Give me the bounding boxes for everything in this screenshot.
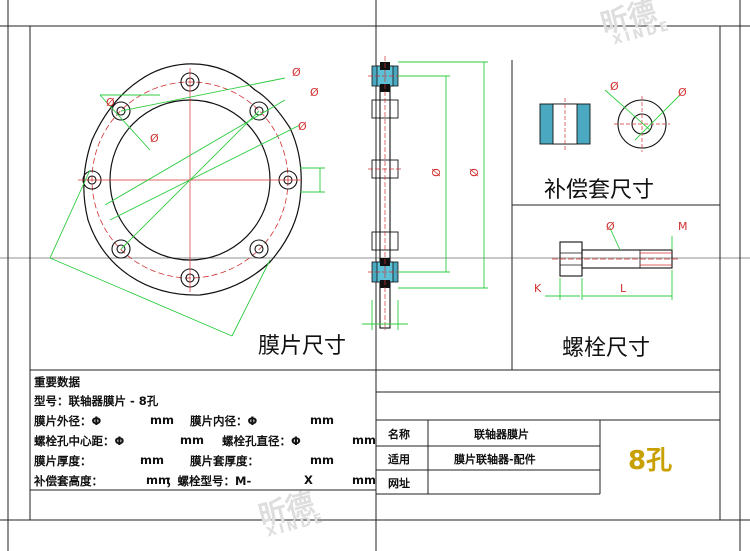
bolt-view bbox=[545, 227, 680, 300]
spec-pitch: 螺栓孔中心距：Φ bbox=[34, 434, 125, 448]
dim-phi-2: Ø bbox=[310, 86, 319, 99]
table-use-value: 膜片联轴器-配件 bbox=[454, 453, 536, 466]
dim-phi-side-2: Ø bbox=[467, 168, 481, 177]
spec-mm-1: mm bbox=[150, 413, 174, 427]
dim-phi-4: Ø bbox=[106, 96, 115, 109]
spec-heading: 重要数据 bbox=[34, 375, 80, 389]
dim-phi-3: Ø bbox=[298, 120, 307, 133]
table-site-label: 网址 bbox=[388, 477, 410, 490]
spec-bolt-model: ；螺栓型号：M- bbox=[166, 474, 252, 488]
holes-count-label: 8孔 bbox=[628, 446, 673, 476]
spec-hole-diameter: 螺栓孔直径：Φ bbox=[222, 434, 301, 448]
bolt-size-label: 螺栓尺寸 bbox=[562, 336, 651, 361]
dim-phi-bolt: Ø bbox=[606, 220, 615, 233]
dim-phi-sleeve-2: Ø bbox=[678, 86, 687, 99]
spec-mm-6: mm bbox=[310, 453, 334, 467]
spec-x: X bbox=[304, 473, 313, 487]
spec-outer-diameter: 膜片外径：Φ bbox=[34, 414, 102, 428]
dim-phi-1: Ø bbox=[292, 66, 301, 79]
spec-thickness: 膜片厚度： bbox=[34, 454, 92, 468]
spec-mm-2: mm bbox=[310, 413, 334, 427]
sleeve-size-label: 补偿套尺寸 bbox=[544, 178, 655, 203]
dim-k-bolt: K bbox=[534, 282, 542, 295]
spec-mm-5: mm bbox=[140, 453, 164, 467]
spec-inner-diameter: 膜片内径：Φ bbox=[190, 414, 258, 428]
spec-mm-4: mm bbox=[352, 433, 376, 447]
diaphragm-outline bbox=[83, 63, 302, 296]
table-name-label: 名称 bbox=[388, 428, 410, 441]
dim-phi-5: Ø bbox=[150, 132, 159, 145]
dim-l-bolt: L bbox=[620, 282, 627, 295]
spec-mm-7: mm bbox=[146, 473, 170, 487]
table-use-label: 适用 bbox=[388, 453, 410, 466]
sleeve-view bbox=[539, 89, 681, 152]
diaphragm-side-view bbox=[362, 56, 488, 330]
table-name-value: 联轴器膜片 bbox=[474, 428, 529, 441]
spec-mm-8: mm bbox=[352, 473, 376, 487]
diaphragm-size-label: 膜片尺寸 bbox=[258, 334, 347, 359]
spec-model: 型号：联轴器膜片 - 8孔 bbox=[34, 394, 159, 408]
diaphragm-front-view bbox=[49, 63, 325, 337]
dim-m-bolt: M bbox=[678, 220, 688, 233]
spec-sleeve-height: 补偿套高度： bbox=[34, 474, 103, 488]
dim-phi-sleeve-1: Ø bbox=[610, 80, 619, 93]
dim-phi-side-1: Ø bbox=[429, 168, 443, 177]
spec-mm-3: mm bbox=[180, 433, 204, 447]
spec-sleeve-thickness: 膜片套厚度： bbox=[190, 454, 259, 468]
